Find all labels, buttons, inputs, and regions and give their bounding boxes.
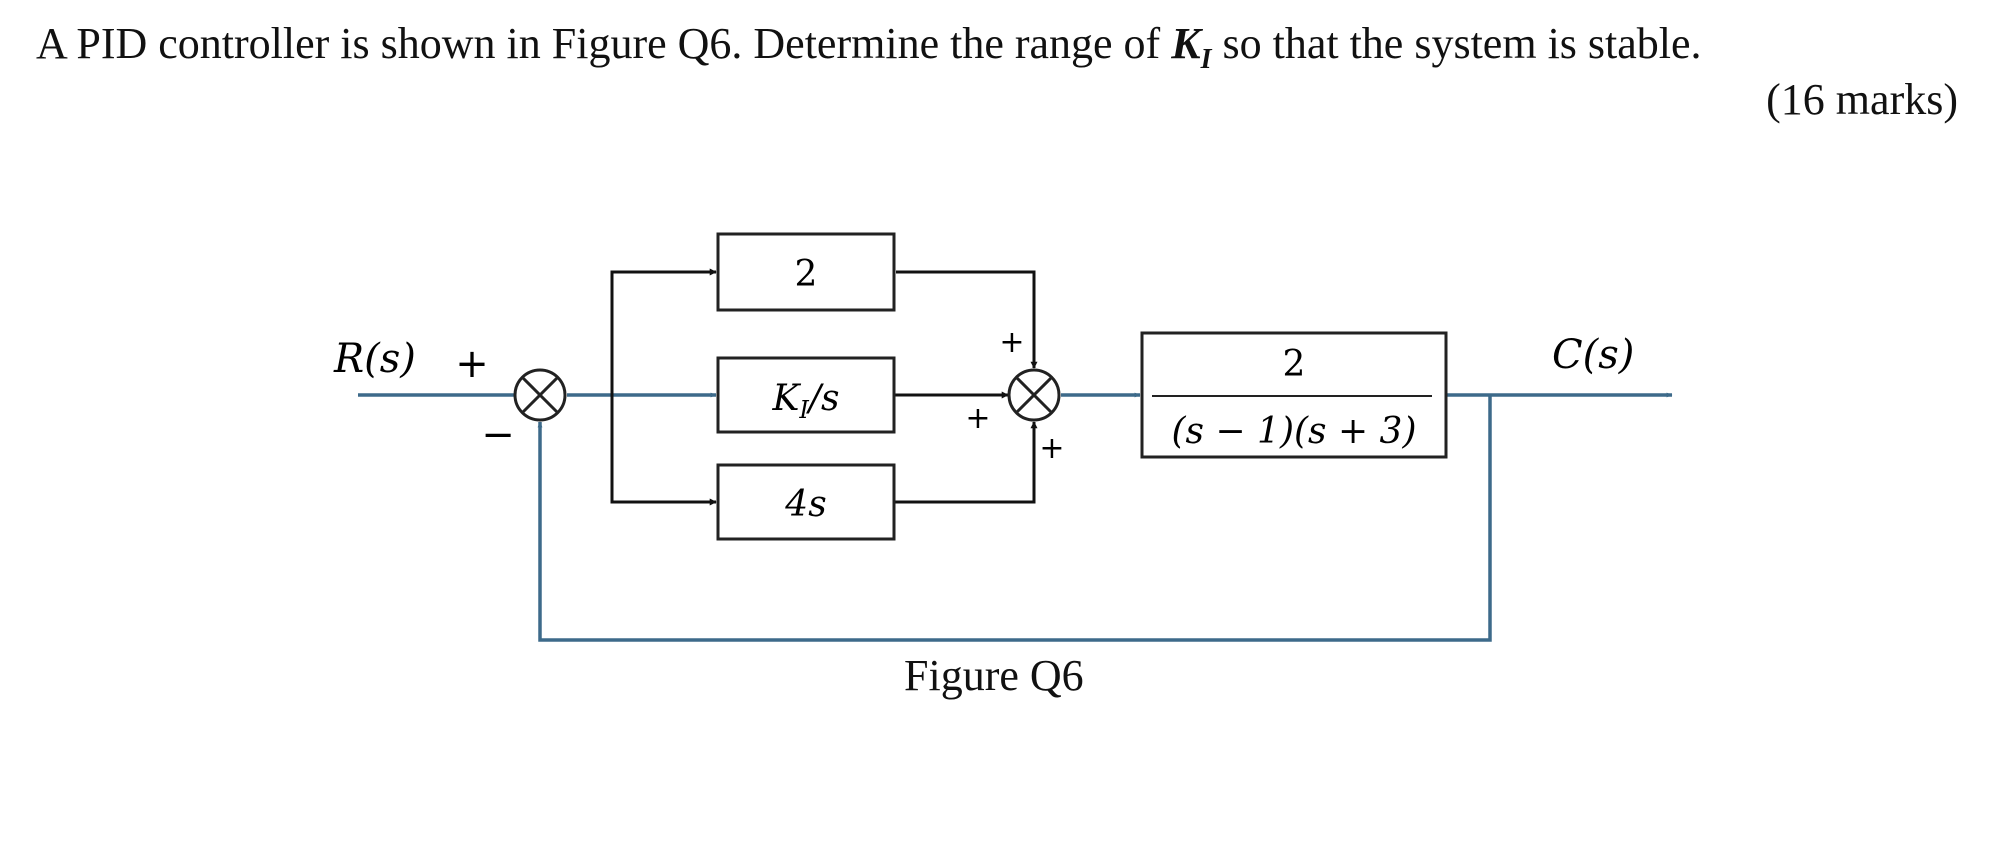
integral-suffix: /s: [806, 378, 840, 419]
junction2-bottom-sign: +: [1039, 431, 1064, 466]
junction2-left-sign: +: [965, 401, 990, 436]
integral-block: [716, 356, 896, 434]
derivative-gain-label: 4s: [784, 484, 826, 525]
feedback-line: [537, 395, 1492, 642]
derivative-branch-out: [894, 421, 1038, 504]
question-text-after: so that the system is stable.: [1211, 19, 1702, 68]
proportional-branch-out: [896, 270, 1038, 369]
proportional-block: [716, 232, 896, 312]
proportional-branch-in: [610, 268, 717, 395]
summing-junction-1: [513, 368, 567, 422]
integral-k-subscript: I: [798, 396, 809, 424]
integral-k-symbol: K: [772, 378, 802, 419]
figure-caption: Figure Q6: [904, 651, 1084, 700]
derivative-branch-in: [610, 395, 717, 506]
integral-gain-label: KI/s: [772, 378, 840, 424]
derivative-block: [716, 463, 896, 541]
ki-subscript: I: [1200, 43, 1212, 75]
junction1-minus-sign: −: [481, 412, 515, 458]
input-label: R(s): [333, 336, 416, 382]
ki-symbol: K: [1171, 19, 1201, 68]
proportional-gain-label: 2: [795, 254, 818, 295]
junction2-top-sign: +: [999, 325, 1024, 360]
junction1-plus-sign: +: [455, 341, 489, 387]
summing-junction-2: [1007, 368, 1061, 422]
marks-label: (16 marks): [1766, 75, 1958, 124]
output-label: C(s): [1552, 332, 1634, 378]
plant-denominator: (s − 1)(s + 3): [1171, 411, 1416, 452]
question-text: A PID controller is shown in Figure Q6. …: [36, 14, 1702, 90]
plant-numerator: 2: [1283, 344, 1306, 385]
question-text-before: A PID controller is shown in Figure Q6. …: [36, 19, 1172, 68]
